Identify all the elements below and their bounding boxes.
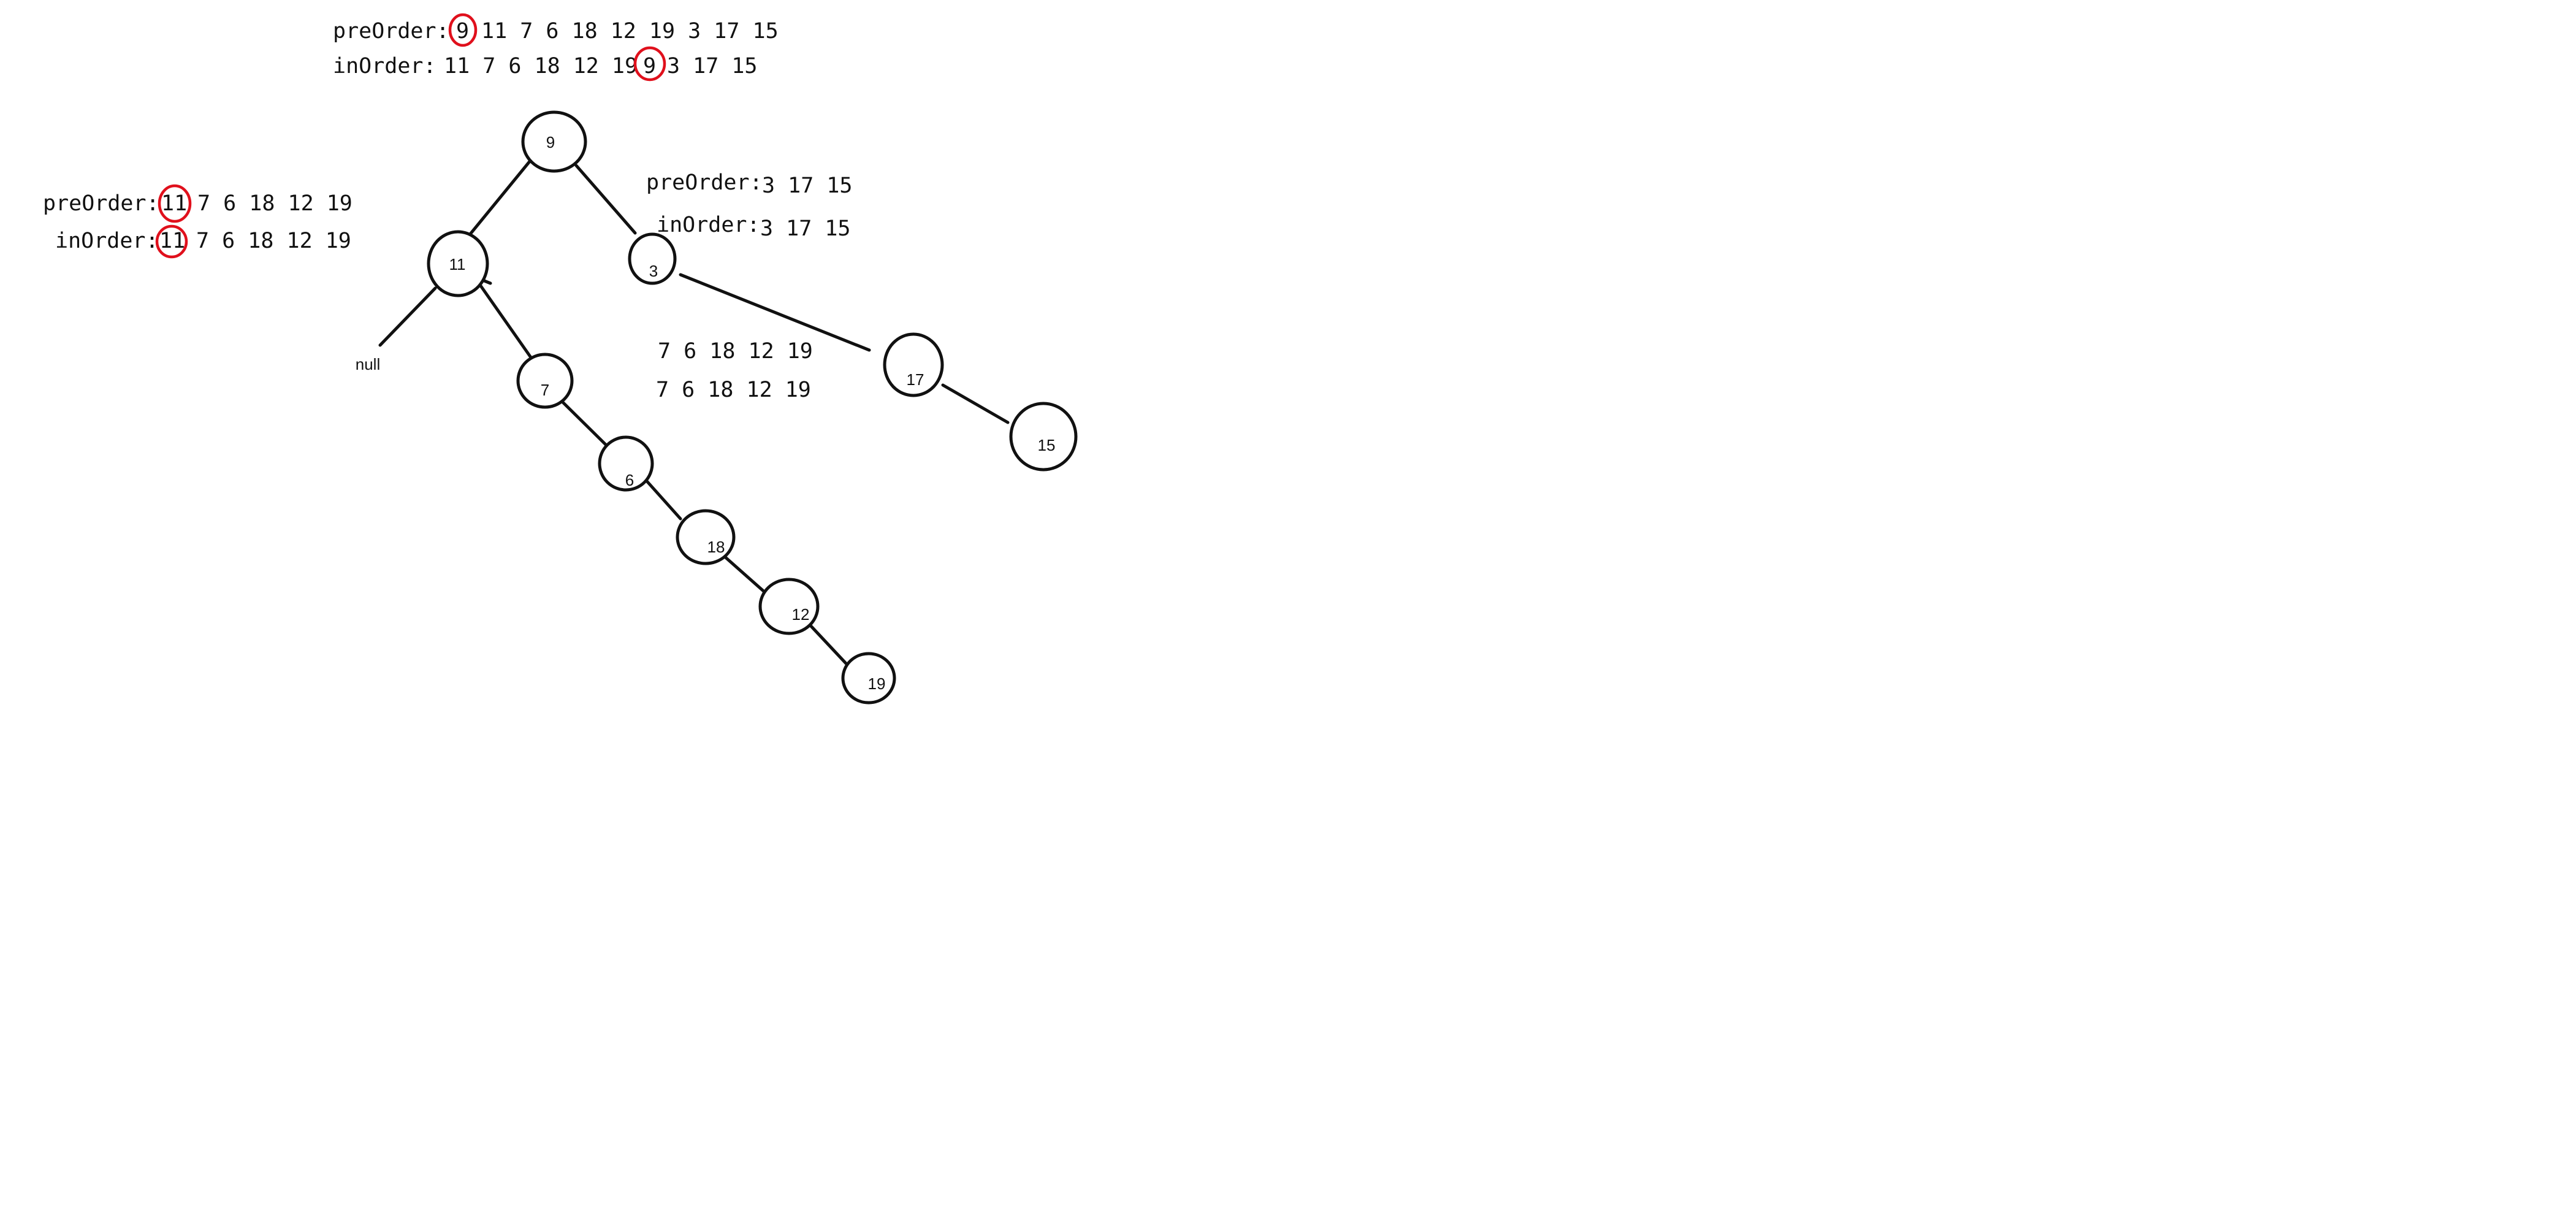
- top-inorder-left: 11 7 6 18 12 19: [444, 54, 638, 78]
- left-preorder-label: preOrder:: [43, 191, 159, 216]
- edge-17-15: [941, 383, 1010, 424]
- tree-node-6: 6: [598, 435, 654, 492]
- edge-6-18: [642, 476, 682, 521]
- tree-node-18: 18: [676, 509, 736, 565]
- left-traversals: preOrder: 11 7 6 18 12 19 inOrder: 11 7 …: [43, 184, 352, 259]
- tree-node-15: 15: [1009, 402, 1078, 472]
- top-inorder-root-highlight: [633, 46, 666, 82]
- top-preorder-label: preOrder:: [333, 19, 449, 44]
- left-inorder-root-highlight: [155, 224, 188, 259]
- right-traversals: preOrder: 3 17 15 inOrder: 3 17 15: [646, 170, 853, 241]
- node-label: 18: [707, 538, 725, 556]
- middle-line-2: 7 6 18 12 19: [656, 378, 811, 402]
- node-label: 7: [541, 381, 549, 399]
- node-label: 9: [546, 133, 555, 151]
- left-preorder-root-highlight: [158, 184, 192, 223]
- node-circle: [521, 110, 587, 173]
- tree-node-7: 7: [516, 353, 574, 409]
- right-preorder-values: 3 17 15: [762, 174, 853, 198]
- middle-traversals: 7 6 18 12 19 7 6 18 12 19: [656, 339, 813, 402]
- node-label: 15: [1038, 436, 1056, 454]
- node-circle: [628, 232, 677, 285]
- edge-12-19: [807, 622, 848, 665]
- node-circle: [1009, 402, 1078, 472]
- tree-node-12: 12: [758, 578, 820, 635]
- tree-node-9: 9: [521, 110, 587, 173]
- left-preorder-root: 11: [161, 191, 187, 216]
- tree-edges: [378, 159, 1010, 665]
- node-circle: [598, 435, 654, 492]
- left-preorder-rest: 7 6 18 12 19: [197, 191, 352, 216]
- left-inorder-root: 11: [159, 229, 185, 253]
- edge-7-6: [561, 400, 609, 448]
- top-preorder-rest: 11 7 6 18 12 19 3 17 15: [481, 19, 779, 44]
- node-circle: [841, 652, 896, 705]
- node-circle: [516, 353, 574, 409]
- middle-line-1: 7 6 18 12 19: [658, 339, 813, 364]
- right-inorder-values: 3 17 15: [760, 216, 851, 241]
- node-label: 6: [625, 471, 634, 489]
- tree-node-11: 11: [427, 230, 489, 297]
- edge-9-3: [574, 164, 637, 235]
- top-inorder-right: 3 17 15: [667, 54, 758, 78]
- node-circle: [883, 332, 944, 397]
- top-inorder-root: 9: [643, 54, 656, 78]
- edge-18-12: [722, 554, 768, 595]
- edge-11-7: [479, 284, 533, 359]
- tree-node-17: 17: [883, 332, 944, 397]
- top-preorder-root-highlight: [448, 13, 478, 47]
- node-circle: [427, 230, 489, 297]
- top-traversals: preOrder: 9 11 7 6 18 12 19 3 17 15 inOr…: [333, 13, 779, 82]
- edge-9-11: [468, 159, 532, 237]
- node-label: 12: [792, 605, 810, 624]
- node-label: 11: [449, 255, 466, 273]
- tree-node-3: 3: [628, 232, 677, 285]
- top-preorder-root: 9: [456, 19, 469, 44]
- edge-3-17: [679, 273, 871, 352]
- top-inorder-label: inOrder:: [333, 54, 436, 78]
- null-leaf-label: null: [356, 355, 380, 373]
- node-label: 19: [868, 674, 886, 693]
- node-label: 3: [649, 262, 658, 280]
- right-preorder-label: preOrder:: [646, 170, 763, 195]
- tree-node-19: 19: [841, 652, 896, 705]
- right-inorder-label: inOrder:: [657, 213, 760, 237]
- node-circle: [758, 578, 820, 635]
- left-inorder-label: inOrder:: [55, 229, 159, 253]
- edge-11-null: [378, 286, 437, 347]
- left-inorder-rest: 7 6 18 12 19: [196, 229, 351, 253]
- tree-nodes: 9 11 3 7 6 18 12 19: [356, 110, 1078, 705]
- node-circle: [676, 509, 736, 565]
- edge-tick-mark: [482, 279, 492, 285]
- node-label: 17: [907, 370, 924, 389]
